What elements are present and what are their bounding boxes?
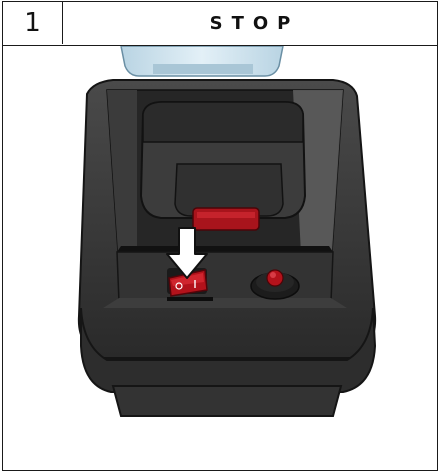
control-panel (103, 246, 347, 308)
jar (121, 46, 283, 76)
blender-illustration (3, 46, 436, 470)
step-number: 1 (3, 2, 63, 44)
card-header: 1 STOP (3, 2, 437, 46)
blender-base-drawing (3, 46, 436, 470)
motor-block (141, 102, 305, 230)
step-title: STOP (63, 2, 437, 44)
jar-latch (193, 208, 259, 230)
